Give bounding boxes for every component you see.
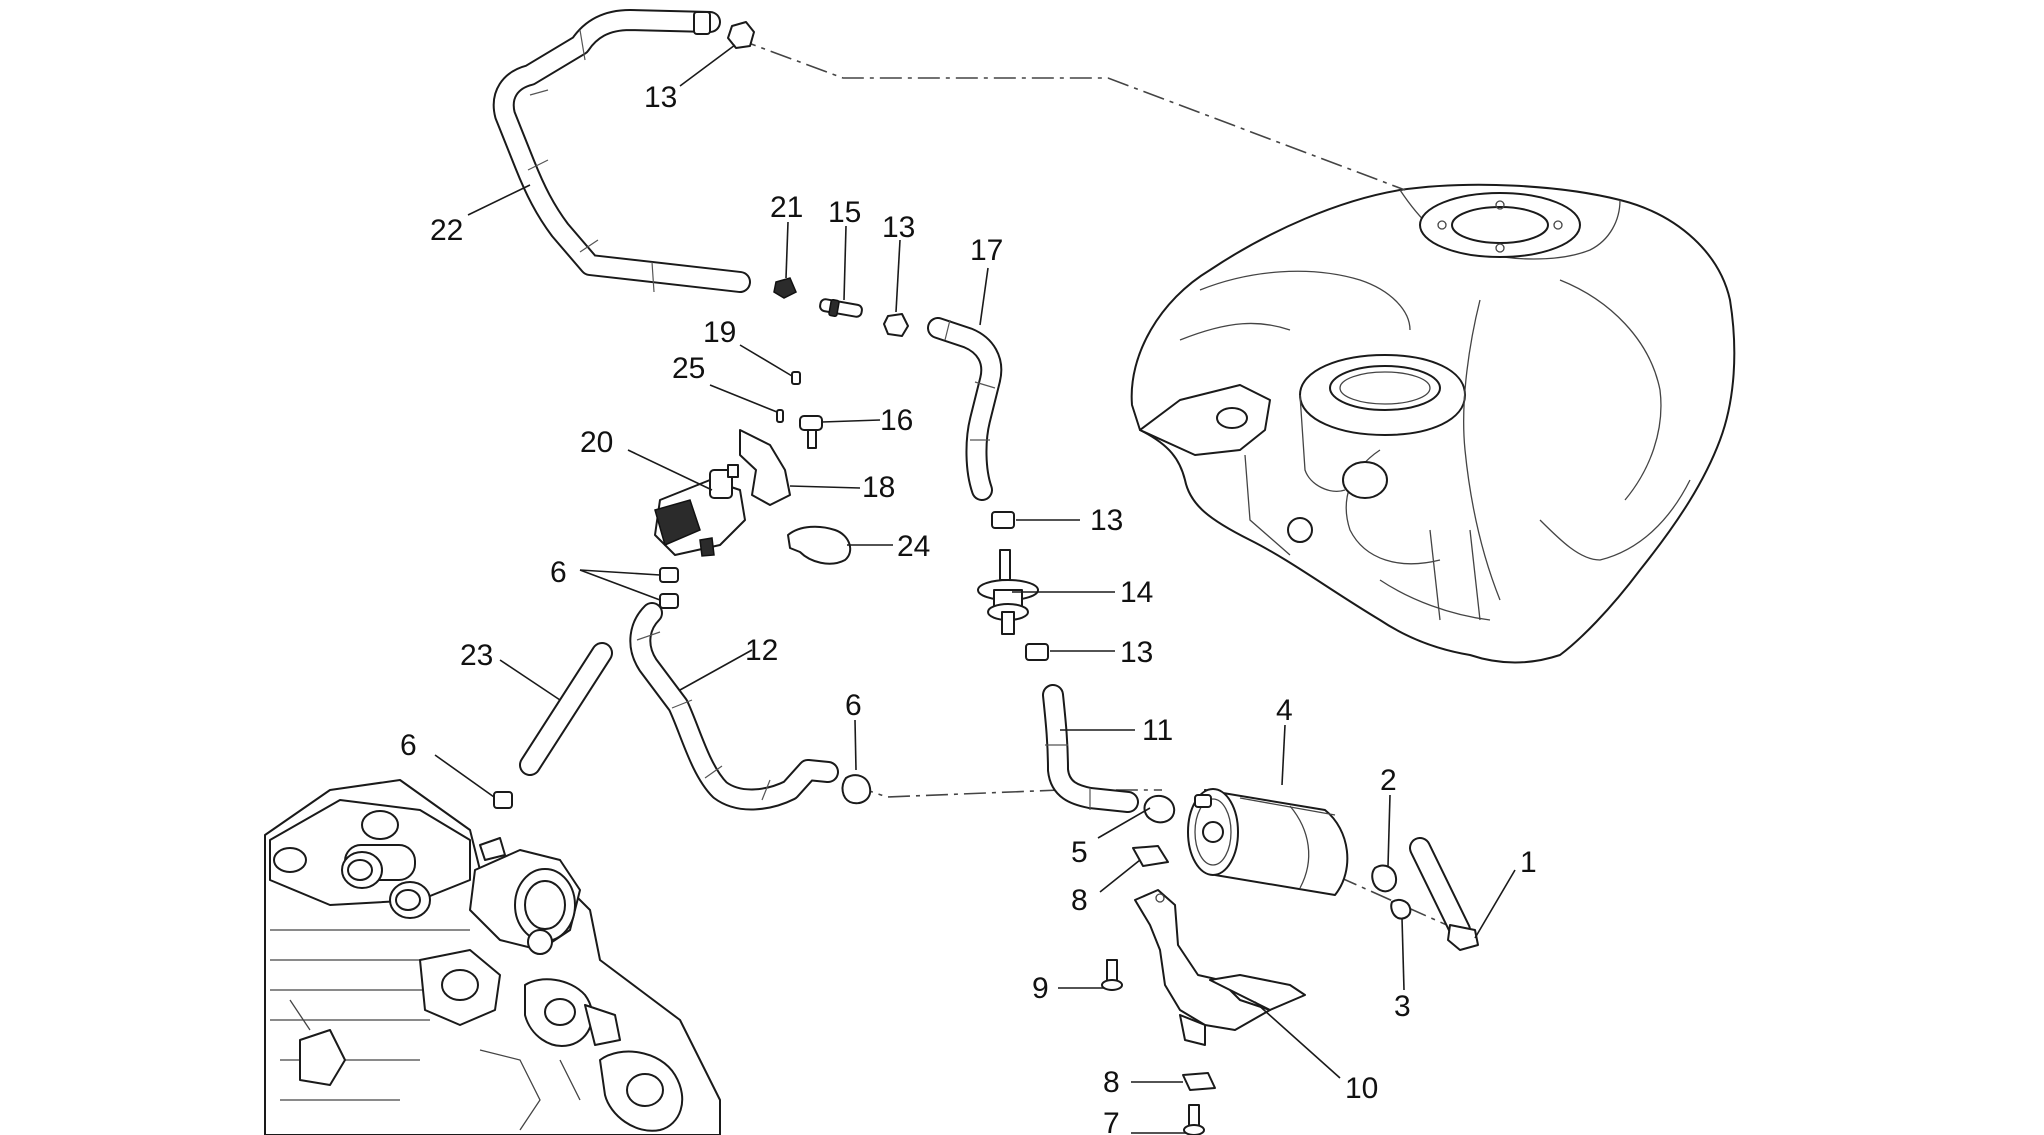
connector-15 (819, 298, 863, 318)
callout-7: 7 (1103, 1107, 1120, 1135)
hose-23 (519, 642, 613, 776)
callout-22: 22 (430, 214, 463, 247)
nut-13-lower (1025, 643, 1049, 661)
nut-13-upper (991, 511, 1015, 529)
clamp-3 (1390, 899, 1412, 920)
callout-17: 17 (970, 234, 1003, 267)
callout-18: 18 (862, 471, 895, 504)
callout-labels: 13 22 21 15 13 17 19 25 16 20 18 13 24 6… (400, 81, 1537, 1135)
clamp-6-upper (659, 567, 679, 583)
callout-19: 19 (703, 316, 736, 349)
callout-21: 21 (770, 191, 803, 224)
callout-13-top: 13 (644, 81, 677, 114)
hose-17 (927, 317, 1003, 501)
callout-24: 24 (897, 530, 930, 563)
callout-6-valve: 6 (550, 556, 567, 589)
callout-10: 10 (1345, 1072, 1378, 1105)
canister-4 (1187, 788, 1349, 896)
valve-20 (654, 464, 746, 557)
callout-8-lower: 8 (1103, 1066, 1120, 1099)
callout-14: 14 (1120, 576, 1153, 609)
callout-13-mid: 13 (882, 211, 915, 244)
callout-13-lower: 13 (1120, 636, 1153, 669)
clip-2 (1371, 864, 1398, 893)
callout-2: 2 (1380, 764, 1397, 797)
callout-11: 11 (1142, 714, 1173, 747)
callout-6-hose: 6 (845, 689, 862, 722)
callout-15: 15 (828, 196, 861, 229)
nut-8-lower (1182, 1072, 1216, 1091)
centerline-tank (734, 37, 1406, 191)
nut-13-top (727, 21, 755, 49)
engine-block (264, 779, 721, 1135)
bracket-18 (739, 429, 791, 506)
callout-12: 12 (745, 634, 778, 667)
callout-3: 3 (1394, 990, 1411, 1023)
bolt-9 (1101, 959, 1123, 991)
bracket-10 (1134, 889, 1306, 1046)
callout-23: 23 (460, 639, 493, 672)
clamp-6-right (841, 774, 872, 805)
callout-16: 16 (880, 404, 913, 437)
bolt-7 (1183, 1104, 1205, 1135)
strap-24 (787, 525, 852, 565)
hose-12 (629, 602, 839, 811)
callout-6-left: 6 (400, 729, 417, 762)
callout-13-upper: 13 (1090, 504, 1123, 537)
clamp-6-lower (659, 593, 679, 609)
nut-13-mid (883, 313, 909, 337)
screw-16 (799, 415, 823, 449)
hose-22 (492, 9, 751, 293)
callout-9: 9 (1032, 972, 1049, 1005)
pin-25 (776, 409, 784, 423)
callout-25: 25 (672, 352, 705, 385)
callout-5: 5 (1071, 836, 1088, 869)
callout-4: 4 (1276, 694, 1293, 727)
vent-tube-1 (1409, 837, 1479, 951)
hose-11 (1042, 684, 1139, 813)
callout-20: 20 (580, 426, 613, 459)
clamp-21 (773, 277, 797, 299)
check-valve-14 (977, 549, 1039, 635)
callout-8-upper: 8 (1071, 884, 1088, 917)
fuel-tank (1130, 183, 1736, 664)
pin-19 (791, 371, 801, 385)
callout-1: 1 (1520, 846, 1537, 879)
leader-lines (434, 44, 1516, 1134)
clamp-6-left (493, 791, 513, 809)
nut-8-upper (1132, 845, 1169, 867)
